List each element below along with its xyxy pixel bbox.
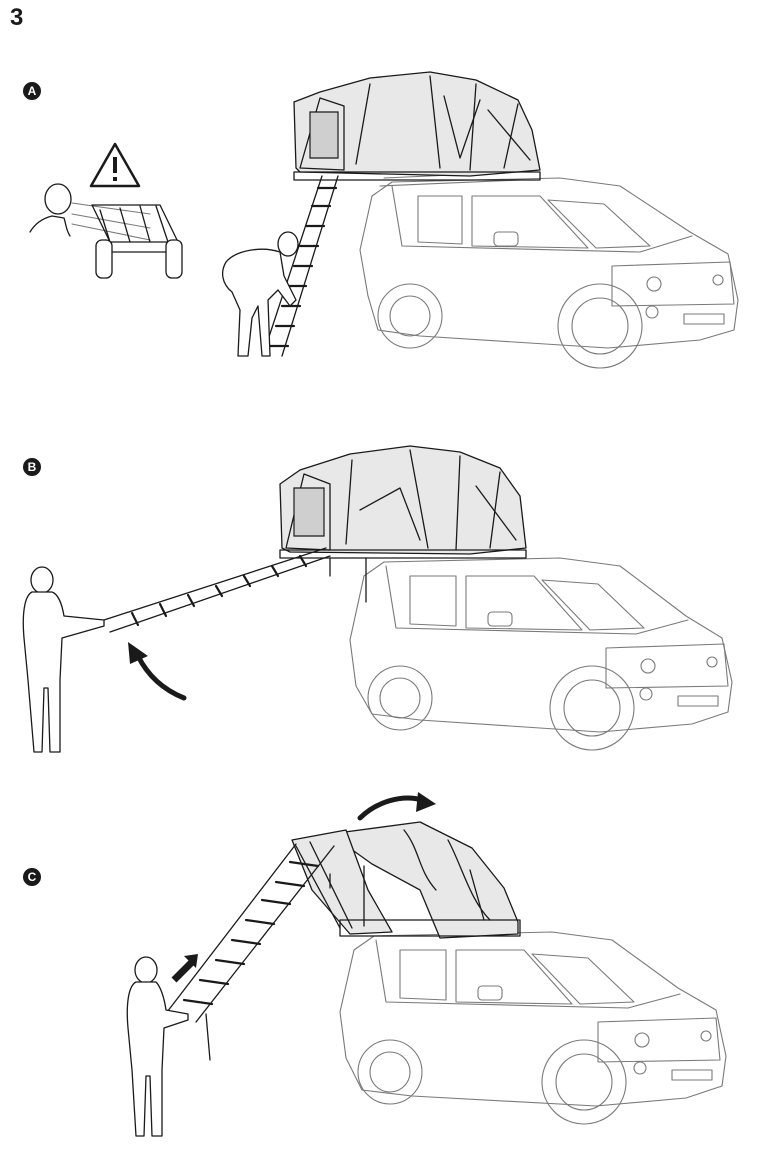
curved-arrow-icon [357,792,436,821]
roof-tent-illustration [291,821,521,939]
roof-tent-illustration [279,445,527,603]
warning-triangle-icon [89,142,141,188]
standing-person-icon [126,956,189,1137]
panel-b-illustration [22,445,733,753]
inspecting-person-icon [29,183,72,237]
step-number: 3 [10,4,24,31]
panel-c-badge: C [23,868,41,886]
ladder-illustration [263,175,339,357]
bending-person-icon [221,231,299,357]
arrow-up-right-icon [171,954,198,983]
folded-ladder-icon [71,202,183,279]
panel-b-badge: B [23,458,41,476]
panel-a: A [0,0,757,380]
panel-a-illustration [29,71,739,369]
car-illustration [349,557,733,751]
panel-c-illustration [126,792,727,1137]
panel-c: C [0,770,757,1152]
ladder-illustration [163,843,335,1061]
car-illustration [339,931,727,1125]
curved-arrow-icon [128,642,187,701]
roof-tent-illustration [293,71,541,181]
car-illustration [359,171,739,369]
standing-person-icon [22,566,105,753]
panel-b: B [0,380,757,770]
panel-a-badge: A [23,82,41,100]
ladder-illustration [103,547,331,633]
